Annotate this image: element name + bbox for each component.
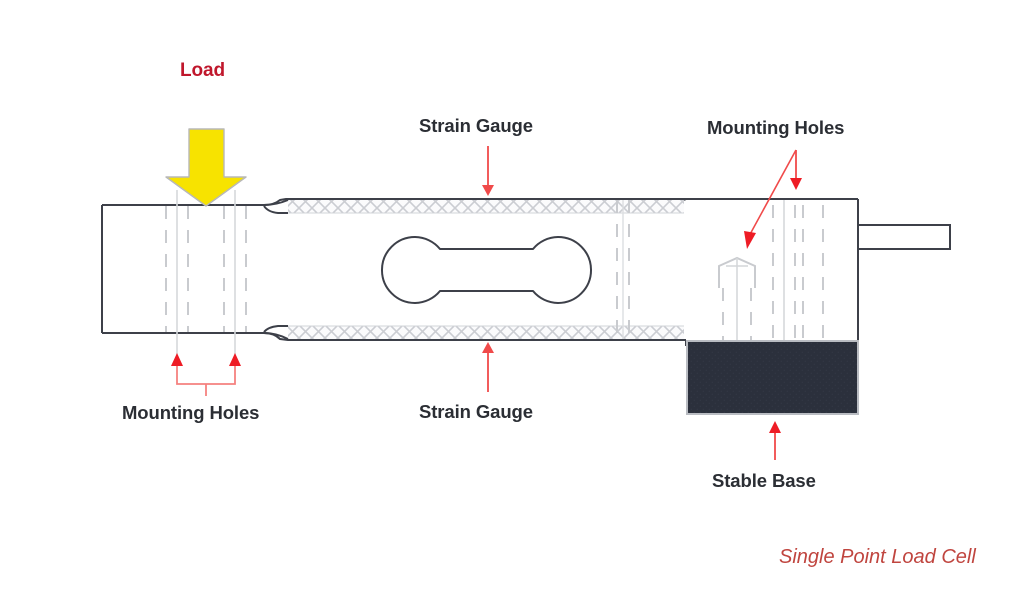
diagram-caption: Single Point Load Cell bbox=[779, 546, 976, 568]
mounting-holes-left bbox=[165, 190, 247, 360]
flexure-cutout bbox=[381, 236, 592, 304]
label-mounting-holes-bottom: Mounting Holes bbox=[122, 402, 260, 423]
mounting-hole-mid bbox=[616, 200, 630, 339]
strain-gauge-bottom bbox=[263, 325, 684, 340]
label-load: Load bbox=[180, 60, 225, 81]
load-arrow bbox=[165, 128, 247, 207]
strain-gauge-bottom-arrow bbox=[482, 342, 494, 392]
mounting-holes-top-arrows bbox=[744, 149, 802, 249]
mounting-holes-right bbox=[772, 200, 824, 345]
mounting-holes-bottom-bracket bbox=[171, 353, 241, 396]
countersunk-hole bbox=[718, 256, 756, 348]
label-mounting-holes-top: Mounting Holes bbox=[707, 117, 845, 138]
label-strain-gauge-top: Strain Gauge bbox=[419, 115, 533, 136]
stable-base-block bbox=[686, 340, 859, 415]
strain-gauge-top-arrow bbox=[482, 146, 494, 196]
stable-base-arrow bbox=[769, 421, 781, 460]
cable-stub bbox=[857, 224, 951, 250]
label-stable-base: Stable Base bbox=[712, 470, 816, 491]
label-strain-gauge-bottom: Strain Gauge bbox=[419, 401, 533, 422]
